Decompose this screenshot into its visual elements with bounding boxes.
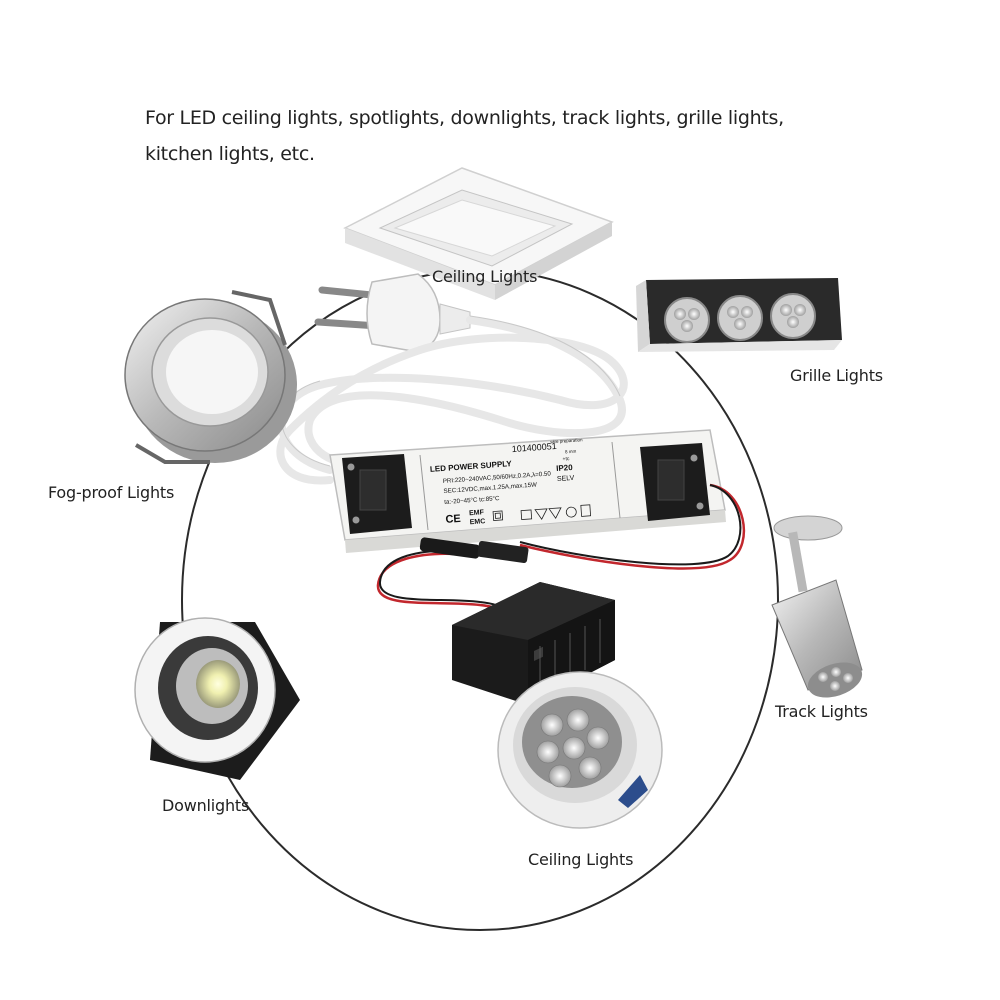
power-supply-image: 101400051 LED POWER SUPPLY PRI:220~240VA…	[329, 429, 726, 553]
ceiling-light-led-image	[497, 671, 663, 829]
track-light-image	[771, 515, 863, 698]
label-grille-lights: Grille Lights	[790, 366, 883, 385]
psu-ce-mark: CE	[445, 513, 461, 526]
dc-cable-image	[376, 483, 746, 641]
psu-temps: ta:-20~45°C tc:85°C	[444, 495, 500, 506]
grille-light-image	[636, 278, 842, 352]
class-two-icon	[492, 510, 504, 521]
psu-selv: SELV	[557, 475, 575, 483]
label-downlights: Downlights	[162, 796, 250, 815]
psu-tc-mark: +tc	[562, 456, 570, 462]
downlight-image	[134, 617, 300, 780]
ceiling-light-square-image	[343, 167, 614, 300]
intro-line-1: For LED ceiling lights, spotlights, down…	[145, 107, 784, 129]
intro-text: For LED ceiling lights, spotlights, down…	[145, 100, 865, 172]
psu-ip-rating: IP20	[556, 463, 574, 473]
psu-emc: EMC	[470, 518, 486, 526]
psu-emf: EMF	[469, 509, 485, 517]
label-ceiling-lights-top: Ceiling Lights	[432, 267, 538, 286]
psu-wire-length: 8 mm	[565, 449, 577, 455]
eu-plug-image	[314, 273, 471, 353]
psu-model: 101400051	[511, 441, 557, 454]
label-fog-proof-lights: Fog-proof Lights	[48, 483, 175, 502]
fog-proof-light-image	[124, 290, 297, 464]
label-track-lights: Track Lights	[775, 702, 868, 721]
label-ceiling-lights-bottom: Ceiling Lights	[528, 850, 634, 869]
intro-line-2: kitchen lights, etc.	[145, 143, 315, 165]
psu-wire-prep: wire preparation	[550, 437, 583, 444]
certification-icons	[520, 504, 592, 521]
